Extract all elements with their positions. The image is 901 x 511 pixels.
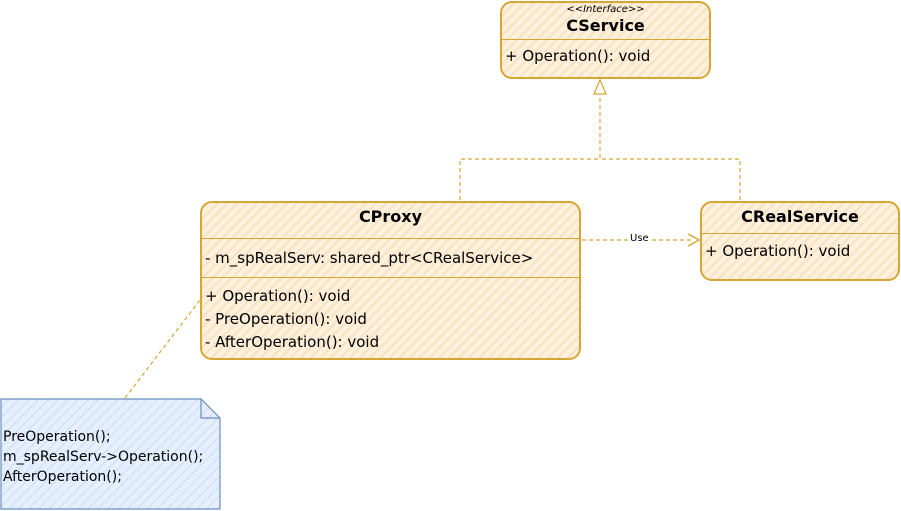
proxy-class-name: CProxy [358, 207, 423, 226]
real-class-crealservice[interactable]: CRealService + Operation(): void [700, 201, 900, 281]
proxy-attribute: - m_spRealServ: shared_ptr<CRealService> [205, 249, 534, 267]
interface-stereotype: <<Interface>> [566, 4, 645, 15]
note-line: PreOperation(); [3, 429, 111, 445]
realization-arrowhead [593, 78, 607, 95]
interface-class-cservice[interactable]: <<Interface>> CService + Operation(): vo… [500, 1, 711, 79]
realization-line-proxy [459, 95, 601, 200]
note-anchor-line [124, 299, 201, 399]
real-class-name: CRealService [741, 207, 859, 226]
implementation-note[interactable]: PreOperation(); m_spRealServ->Operation(… [0, 398, 221, 510]
interface-class-name: CService [566, 16, 645, 35]
note-shape [0, 398, 221, 510]
interface-operation: + Operation(): void [505, 47, 651, 65]
real-divider [702, 233, 898, 234]
proxy-divider-2 [202, 277, 579, 278]
proxy-operation: - PreOperation(): void [205, 310, 367, 328]
interface-divider [502, 39, 709, 40]
use-association-label: Use [629, 233, 650, 245]
note-line: m_spRealServ->Operation(); [3, 449, 204, 465]
use-arrowhead [687, 233, 701, 247]
realization-line-real [600, 158, 741, 200]
real-operation: + Operation(): void [705, 242, 851, 260]
proxy-operation: + Operation(): void [205, 287, 351, 305]
note-line: AfterOperation(); [3, 469, 122, 485]
proxy-divider-1 [202, 238, 579, 239]
proxy-operation: - AfterOperation(): void [205, 333, 380, 351]
proxy-class-cproxy[interactable]: CProxy - m_spRealServ: shared_ptr<CRealS… [200, 201, 581, 360]
